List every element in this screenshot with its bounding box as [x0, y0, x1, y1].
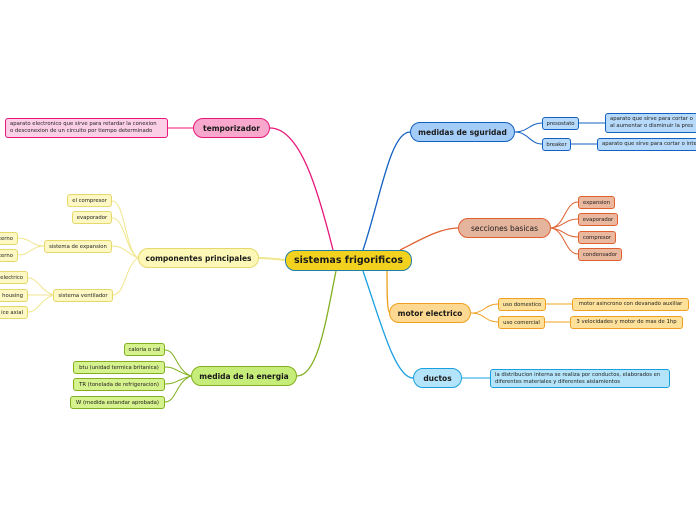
note-temporizador-line2: o desconexion de un circuito por tiempo …	[10, 128, 153, 134]
subtopic-tr[interactable]: TR (tonelada de refrigeracion)	[73, 378, 165, 391]
links-componentes	[17, 200, 139, 313]
leaf-ventilador-axial[interactable]: ice axial	[0, 306, 28, 319]
subtopic-expansion[interactable]: expansion	[578, 196, 615, 209]
topic-secciones-basicas[interactable]: secciones basicas	[458, 218, 551, 238]
note-presostato-line2: al aumentar o disminuir la pres	[610, 123, 694, 129]
leaf-expansion-1[interactable]: terno	[0, 232, 18, 245]
link-ductos	[362, 270, 414, 379]
link-componentes	[258, 257, 286, 261]
subtopic-caloria[interactable]: caloria o cal	[124, 343, 165, 356]
note-temporizador-line1: aparato electronico que sirve para retar…	[10, 121, 157, 128]
note-presostato-line1: aparato que sirve para cortar o	[610, 116, 693, 123]
note-uso-comercial[interactable]: 3 velocidades y motor de mas de 1hp	[570, 316, 683, 329]
note-breaker[interactable]: aparato que sirve para cortar o inte	[597, 138, 696, 151]
note-ductos[interactable]: la distribucion interna se realiza por c…	[490, 369, 670, 388]
subtopic-uso-comercial[interactable]: uso comercial	[498, 316, 545, 329]
links-sgurid	[514, 122, 605, 145]
link-sgurid	[362, 131, 411, 251]
links-secciones	[550, 201, 579, 255]
topic-motor-electrico[interactable]: motor electrico	[389, 303, 471, 323]
links-medida	[164, 349, 192, 403]
leaf-ventilador-housing[interactable]: housing	[0, 289, 28, 302]
leaf-expansion-2[interactable]: terno	[0, 249, 18, 262]
subtopic-evaporador[interactable]: evaporador	[72, 211, 112, 224]
note-uso-domestico[interactable]: motor asincrono con devanado auxiliar	[572, 298, 689, 311]
subtopic-evaporador-seccion[interactable]: evaporador	[578, 213, 618, 226]
topic-temporizador[interactable]: temporizador	[193, 118, 270, 138]
subtopic-el-compresor[interactable]: el compresor	[67, 194, 112, 207]
topic-medidas-de-sguridad[interactable]: medidas de sguridad	[410, 122, 515, 142]
subtopic-uso-domestico[interactable]: uso domestico	[498, 298, 546, 311]
topic-ductos[interactable]: ductos	[413, 368, 462, 388]
subtopic-condensador[interactable]: condensador	[578, 248, 622, 261]
link-temporizador	[269, 127, 334, 251]
subtopic-presostato[interactable]: presostato	[542, 117, 579, 130]
note-presostato[interactable]: aparato que sirve para cortar o al aumen…	[605, 113, 696, 133]
subtopic-sistema-ventilador[interactable]: sistema ventilador	[53, 289, 113, 302]
topic-componentes-principales[interactable]: componentes principales	[138, 248, 259, 268]
link-secciones	[399, 227, 459, 251]
topic-medida-de-la-energia[interactable]: medida de la energia	[191, 366, 297, 386]
subtopic-btu[interactable]: btu (unidad termica britanica)	[73, 361, 165, 374]
note-temporizador[interactable]: aparato electronico que sirve para retar…	[5, 118, 168, 138]
subtopic-compresor-seccion[interactable]: compresor	[578, 231, 616, 244]
note-ductos-line2: diferentes materiales y diferentes aisla…	[495, 378, 620, 385]
links-motor	[470, 303, 572, 323]
subtopic-sistema-de-expansion[interactable]: sistema de expansion	[44, 240, 112, 253]
leaf-ventilador-electrico[interactable]: electrico	[0, 271, 28, 284]
subtopic-breaker[interactable]: breaker	[542, 138, 571, 151]
note-ductos-line1: la distribucion interna se realiza por c…	[495, 371, 661, 378]
link-medida	[296, 270, 337, 377]
root-topic[interactable]: sistemas frigorificos	[285, 250, 412, 271]
subtopic-watt[interactable]: W (medida estandar aprobada)	[70, 396, 165, 409]
